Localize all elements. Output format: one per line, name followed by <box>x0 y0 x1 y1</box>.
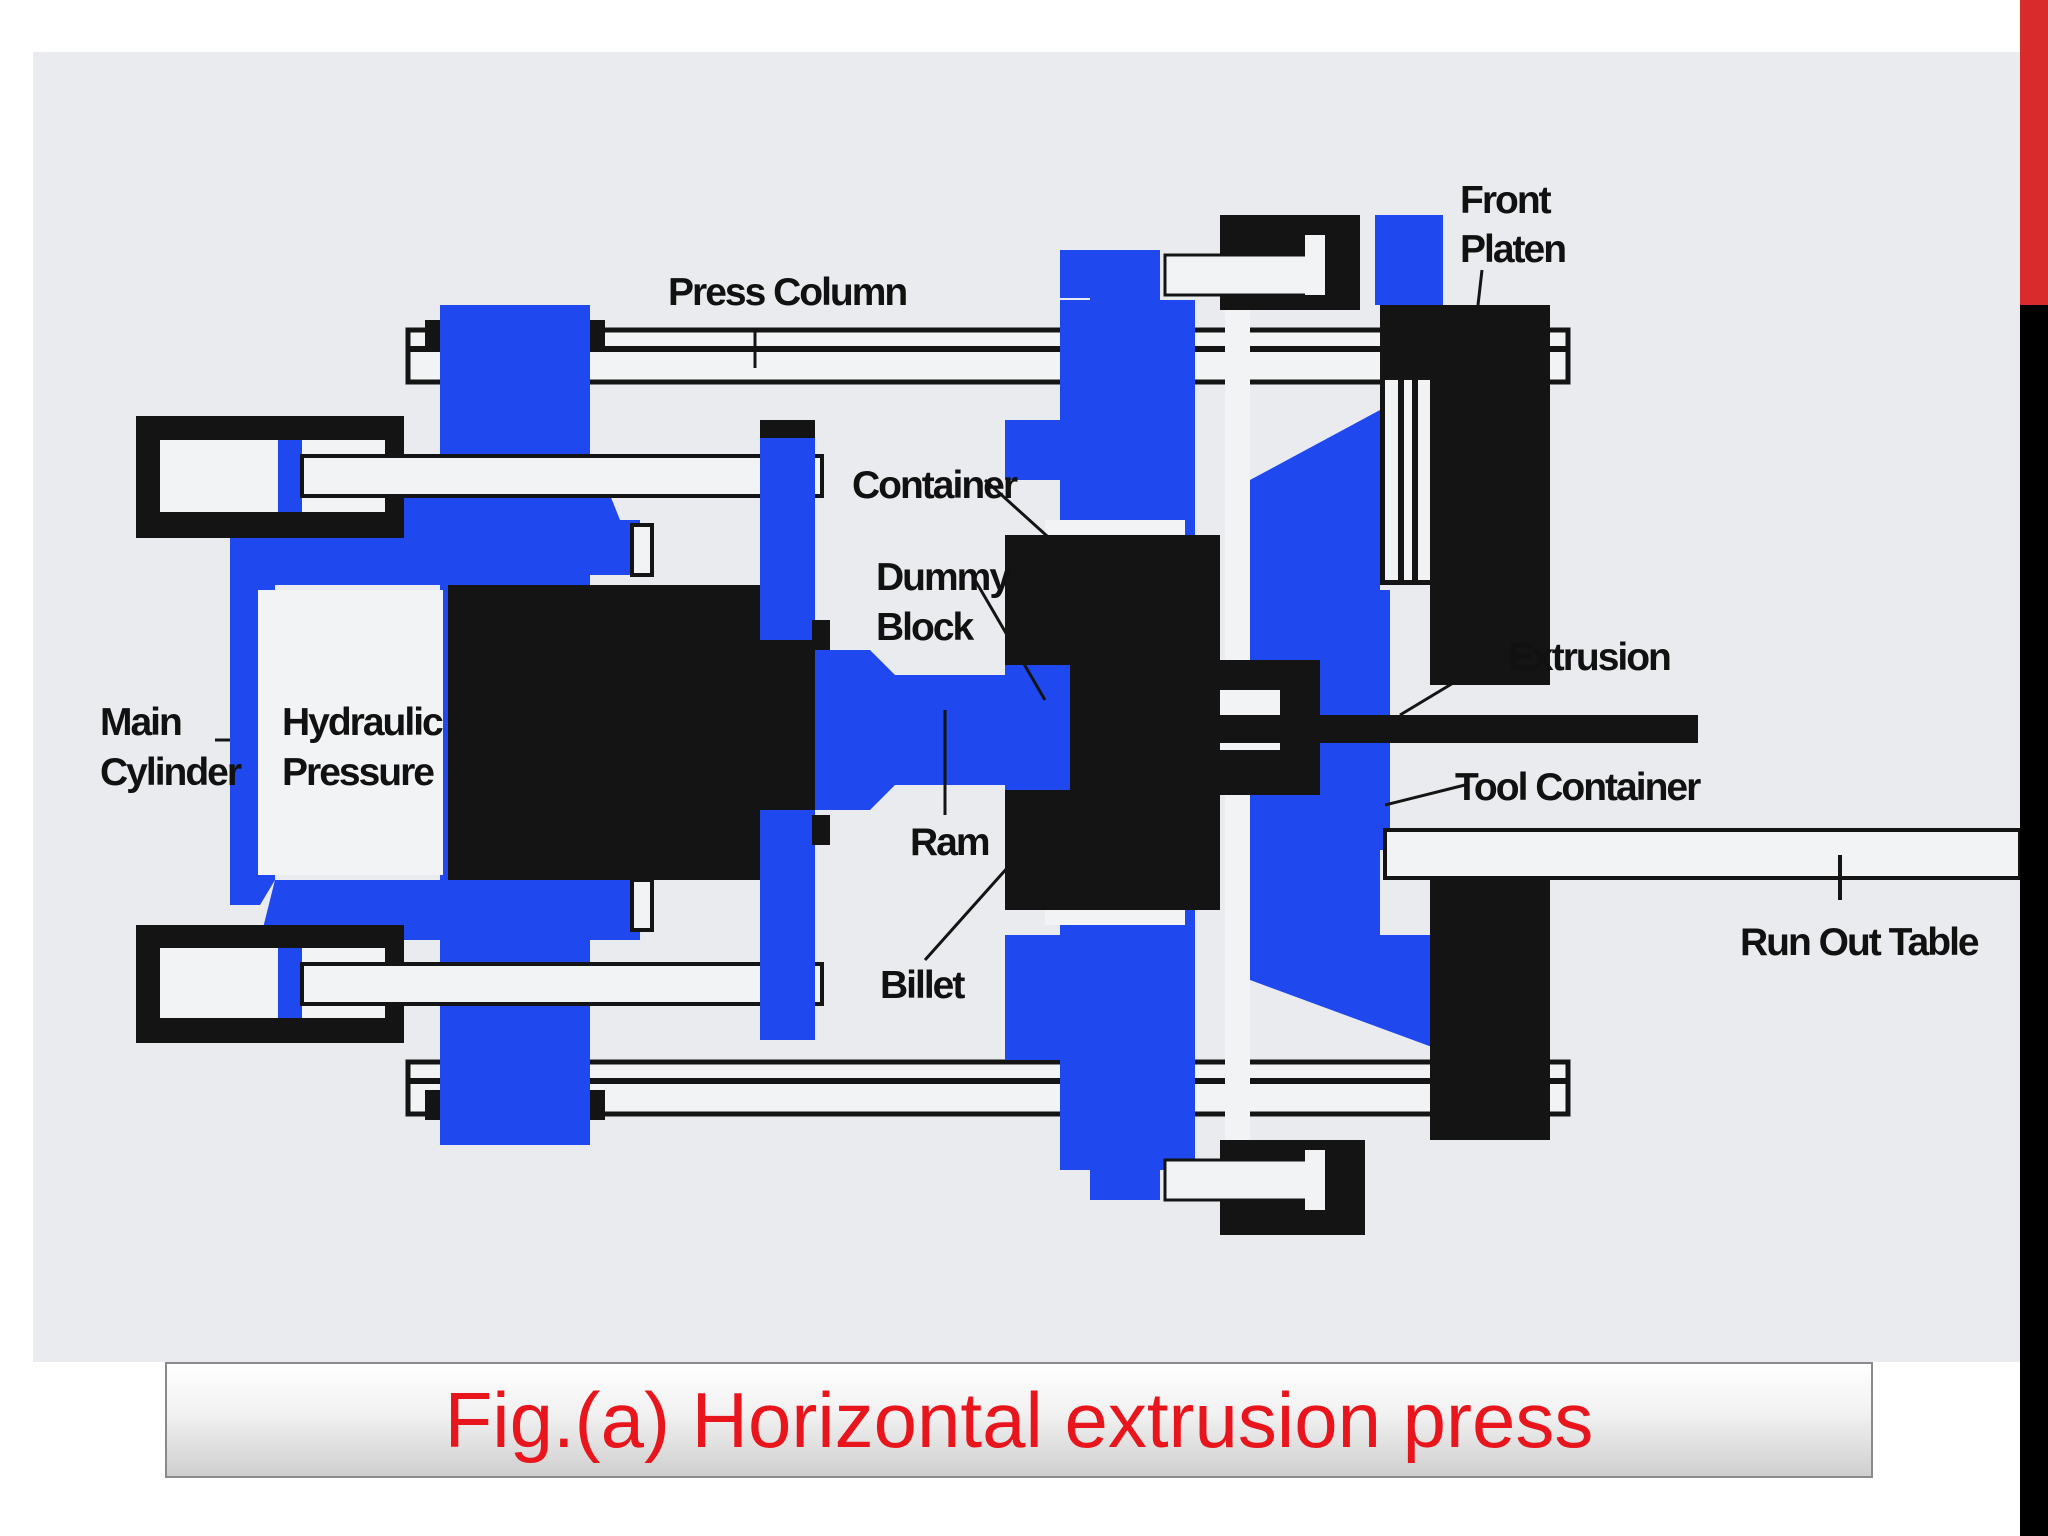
label-ram: Ram <box>910 821 989 864</box>
label-block: Block <box>876 606 975 649</box>
label-main: Main <box>100 701 181 744</box>
caption-box: Fig.(a) Horizontal extrusion press <box>165 1362 1873 1478</box>
label-cylinder: Cylinder <box>100 751 242 794</box>
bottom-aux-cylinder <box>1163 1140 1365 1235</box>
run-out-table <box>1383 828 2020 900</box>
extrusion-press-diagram: Press Column Front Platen Container Dumm… <box>33 52 2020 1362</box>
label-pressure: Pressure <box>282 751 434 794</box>
main-cylinder <box>230 470 768 940</box>
label-platen: Platen <box>1460 228 1565 271</box>
extrusion-product <box>1220 715 1698 743</box>
label-run-out-table: Run Out Table <box>1740 921 1979 964</box>
label-dummy: Dummy <box>876 556 1011 599</box>
label-hydraulic: Hydraulic <box>282 701 443 744</box>
front-platen <box>1375 215 1550 1140</box>
accent-bar-red <box>2020 0 2048 305</box>
label-billet: Billet <box>880 964 965 1007</box>
label-front: Front <box>1460 179 1552 222</box>
leader-lines <box>215 269 1509 961</box>
accent-bar-black <box>2020 305 2048 1536</box>
side-cylinder-bottom <box>136 925 824 1043</box>
label-extrusion: Extrusion <box>1508 636 1670 679</box>
billet <box>1070 665 1220 790</box>
label-container: Container <box>852 464 1018 507</box>
side-cylinder-top <box>136 416 824 538</box>
top-aux-cylinder <box>1163 215 1360 310</box>
figure-caption: Fig.(a) Horizontal extrusion press <box>444 1376 1594 1464</box>
label-press-column: Press Column <box>668 271 906 314</box>
label-tool-container: Tool Container <box>1455 766 1701 809</box>
